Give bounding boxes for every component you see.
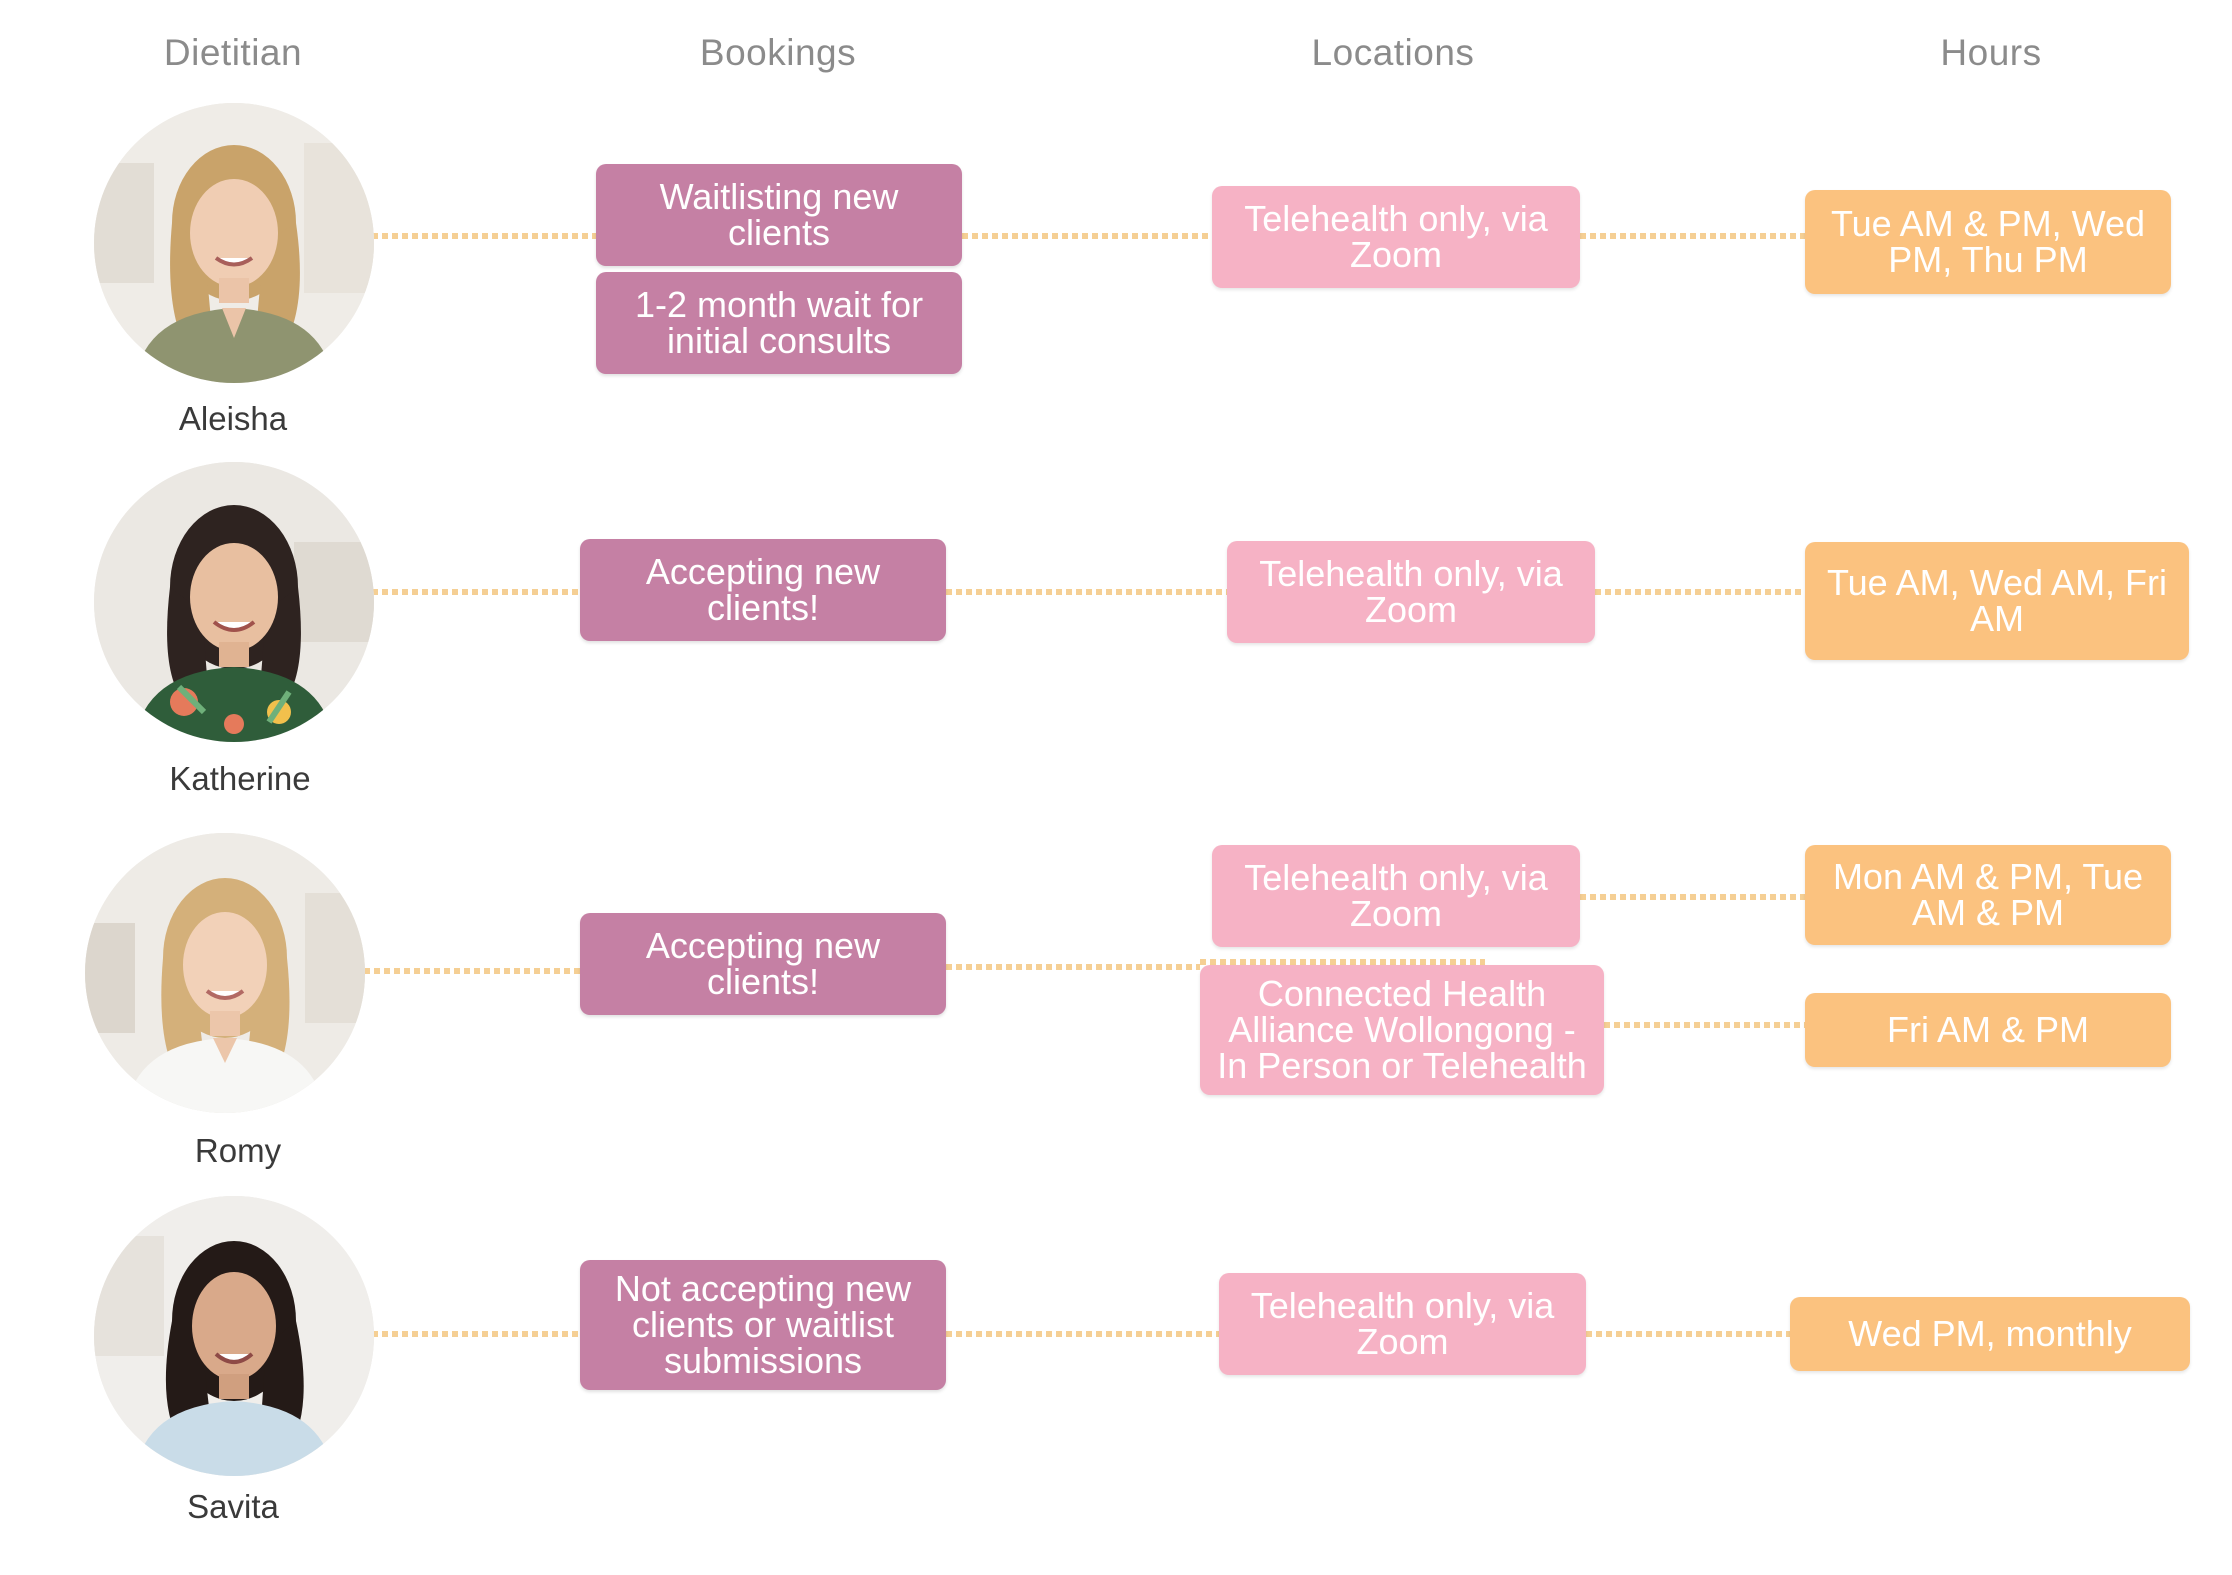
header-hours: Hours: [1940, 32, 2042, 73]
location-katherine: Telehealth only, via Zoom: [1227, 541, 1595, 643]
dietitian-name-savita: Savita: [187, 1488, 279, 1525]
booking-status-aleisha: Waitlisting new clients: [596, 164, 962, 266]
header-dietitian: Dietitian: [163, 32, 303, 73]
hours-savita: Wed PM, monthly: [1790, 1297, 2190, 1371]
location-wollongong-romy: Connected Health Alliance Wollongong - I…: [1200, 965, 1604, 1095]
dietitian-name-aleisha: Aleisha: [178, 400, 288, 437]
hours-mon-tue-romy: Mon AM & PM, Tue AM & PM: [1805, 845, 2171, 945]
dietitian-name-romy: Romy: [194, 1132, 282, 1169]
booking-wait-aleisha: 1-2 month wait for initial consults: [596, 272, 962, 374]
header-locations: Locations: [1311, 32, 1475, 73]
avatar-katherine: [94, 462, 374, 742]
booking-status-savita: Not accepting new clients or waitlist su…: [580, 1260, 946, 1390]
avatar-savita: [94, 1196, 374, 1476]
hours-fri-romy: Fri AM & PM: [1805, 993, 2171, 1067]
location-telehealth-romy: Telehealth only, via Zoom: [1212, 845, 1580, 947]
hours-katherine: Tue AM, Wed AM, Fri AM: [1805, 542, 2189, 660]
avatar-romy: [85, 833, 365, 1113]
location-savita: Telehealth only, via Zoom: [1219, 1273, 1586, 1375]
hours-aleisha: Tue AM & PM, Wed PM, Thu PM: [1805, 190, 2171, 294]
avatar-aleisha: [94, 103, 374, 383]
location-aleisha: Telehealth only, via Zoom: [1212, 186, 1580, 288]
booking-status-katherine: Accepting new clients!: [580, 539, 946, 641]
dietitian-name-katherine: Katherine: [169, 760, 311, 797]
booking-status-romy: Accepting new clients!: [580, 913, 946, 1015]
header-bookings: Bookings: [699, 32, 857, 73]
